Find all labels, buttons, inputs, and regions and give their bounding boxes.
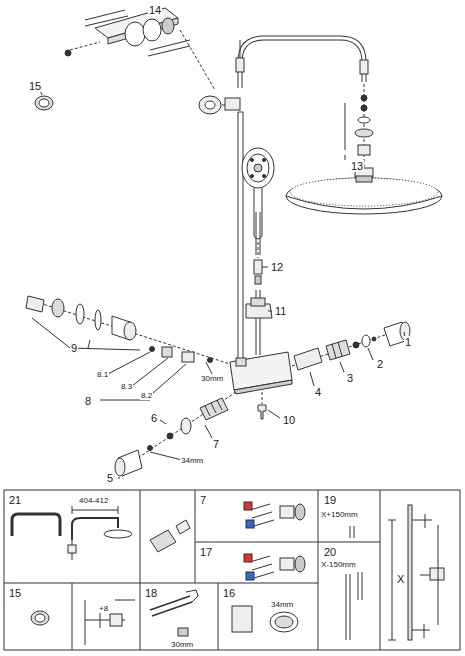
dimension-label: +8 [98,604,109,613]
callout-number: 7 [212,438,220,450]
dimension-label: X+150mm [320,510,359,519]
dimension-label: 30mm [200,374,224,383]
callout-number: 14 [148,4,162,16]
dimension-label: 404-412 [78,496,109,505]
wall-bracket [65,8,215,90]
dimension-label: 34mm [180,456,204,465]
callout-number: 1 [404,336,412,348]
accessory-table [4,490,460,650]
arm-connector-parts [345,84,373,170]
callout-number: 11 [274,305,287,317]
callout-number: 7 [199,494,207,506]
ring-part [35,96,53,110]
callout-number: X [396,573,405,585]
right-cartridge-parts [292,322,410,386]
dimension-label: 30mm [170,640,194,649]
callout-number: 19 [323,494,337,506]
callout-number: 6 [150,412,158,424]
dimension-label: X-150mm [320,560,357,569]
callout-number: 13 [350,160,364,172]
callout-number: 20 [323,546,337,558]
callout-number: 15 [8,587,22,599]
dimension-label: 8.2 [140,391,153,400]
lower-parts [115,392,236,478]
callout-number: 21 [8,494,22,506]
callout-number: 4 [314,386,322,398]
head-shower [286,168,442,214]
slide-bar [246,212,272,355]
callout-number: 12 [270,261,284,273]
dimension-label: 8.1 [96,370,109,379]
callout-number: 5 [106,472,114,484]
left-connection-parts [26,296,230,400]
callout-number: 2 [376,358,384,370]
callout-number: 16 [222,587,236,599]
callout-number: 3 [346,372,354,384]
callout-number: 18 [144,587,158,599]
callout-number: 17 [199,546,213,558]
dimension-label: 8.3 [120,382,133,391]
callout-number: 15 [28,80,42,92]
callout-number: 9 [70,342,78,354]
dimension-label: 34mm [270,600,294,609]
thermostat-body [230,352,292,419]
callout-number: 10 [282,414,296,426]
callout-number: 8 [84,395,92,407]
